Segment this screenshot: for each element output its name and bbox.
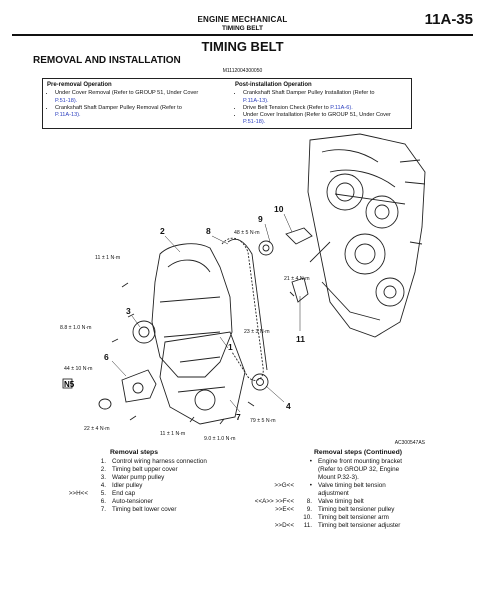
pre-removal-column: Pre-removal Operation Under Cover Remova… <box>47 82 227 119</box>
leader-lines <box>111 213 301 413</box>
torque-label: 21 ± 4 N·m <box>284 276 310 282</box>
torque-label: 9.0 ± 1.0 N·m <box>204 436 235 442</box>
list-item: 6.Auto-tensioner <box>100 498 153 505</box>
reference-link[interactable]: P.11A-6). <box>330 104 353 111</box>
torque-label: 8.8 ± 1.0 N·m <box>60 325 91 331</box>
list-item: adjustment <box>318 490 349 497</box>
callout-10: 10 <box>274 204 284 214</box>
callout-1: 1 <box>228 342 233 352</box>
header-title: ENGINE MECHANICAL <box>197 15 288 24</box>
callout-4: 4 <box>286 401 291 411</box>
callout-7: 7 <box>236 412 241 422</box>
n5-label: N5 <box>64 380 75 389</box>
list-item: 7.Timing belt lower cover <box>100 506 177 513</box>
header-subtitle: TIMING BELT <box>221 25 264 32</box>
torque-label: 22 ± 4 N·m <box>84 426 110 432</box>
torque-label: 48 ± 5 N·m <box>234 230 260 236</box>
list-item: Drive Belt Tension Check (Refer to P.11A… <box>243 105 411 112</box>
torque-label: 44 ± 10 N·m <box>64 366 93 372</box>
operations-box: Pre-removal Operation Under Cover Remova… <box>42 78 412 129</box>
reference-link[interactable]: P.11A-13). <box>243 97 269 104</box>
document-id: M1112004300050 <box>222 68 263 74</box>
post-installation-list: Crankshaft Shaft Damper Pulley Installat… <box>235 90 411 126</box>
list-item: Mount P.32-3). <box>318 474 359 481</box>
list-item: Under Cover Installation (Refer to GROUP… <box>243 112 411 127</box>
list-item: 2.Timing belt upper cover <box>100 466 178 473</box>
list-item: •Engine front mounting bracket <box>309 458 403 465</box>
engine-block-drawing <box>98 133 426 425</box>
post-installation-heading: Post-installation Operation <box>235 82 312 88</box>
list-item: >>H<<5.End cap <box>68 490 136 497</box>
figure-id: AC300547AS <box>394 440 425 446</box>
reference-link[interactable]: P.51-18). <box>243 119 266 126</box>
header-rule <box>12 34 473 36</box>
page-title: TIMING BELT <box>201 39 284 54</box>
section-title: REMOVAL AND INSTALLATION <box>33 55 181 66</box>
pre-removal-heading: Pre-removal Operation <box>47 82 112 88</box>
callout-11: 11 <box>296 334 305 344</box>
callout-2: 2 <box>160 226 165 236</box>
torque-label: 11 ± 1 N·m <box>160 431 185 437</box>
torque-label: 23 ± 3 N·m <box>244 329 270 335</box>
removal-steps-continued-heading: Removal steps (Continued) <box>314 449 402 456</box>
list-item: Under Cover Removal (Refer to GROUP 51, … <box>55 90 227 105</box>
torque-label: 79 ± 5 N·m <box>250 418 276 424</box>
list-item: 3.Water pump pulley <box>100 474 165 481</box>
removal-steps-continued: Removal steps (Continued) •Engine front … <box>224 449 402 530</box>
list-item: <<A>> >>F<<8.Valve timing belt <box>254 498 364 505</box>
list-item: >>D<<11.Timing belt tensioner adjuster <box>274 522 401 529</box>
list-item: >>E<<9.Timing belt tensioner pulley <box>275 506 395 513</box>
callout-9: 9 <box>258 214 263 224</box>
timing-belt-exploded-diagram: 2 8 9 10 3 1 6 11 4 7 N5 11 ± 1 N·m 48 ±… <box>60 133 426 442</box>
list-item: >>G<<•Valve timing belt tension <box>274 482 386 489</box>
callout-3: 3 <box>126 306 131 316</box>
list-item: (Refer to GROUP 32, Engine <box>318 466 400 473</box>
torque-label: 11 ± 1 N·m <box>95 255 120 261</box>
list-item: 1.Control wiring harness connection <box>100 458 207 465</box>
list-item: 10.Timing belt tensioner arm <box>303 514 389 521</box>
page-number: 11A-35 <box>424 11 473 28</box>
post-installation-column: Post-installation Operation Crankshaft S… <box>235 82 411 127</box>
callout-8: 8 <box>206 226 211 236</box>
reference-link[interactable]: P.51-18). <box>55 97 78 104</box>
n5-box <box>62 378 73 389</box>
removal-steps: Removal steps 1.Control wiring harness c… <box>48 449 207 514</box>
list-item: Crankshaft Shaft Damper Pulley Installat… <box>243 90 411 105</box>
removal-steps-heading: Removal steps <box>110 449 158 456</box>
list-item: 4.Idler pulley <box>100 482 143 489</box>
callout-6: 6 <box>104 352 109 362</box>
reference-link[interactable]: P.11A-13). <box>55 112 81 119</box>
list-item: Crankshaft Shaft Damper Pulley Removal (… <box>55 105 227 120</box>
pre-removal-list: Under Cover Removal (Refer to GROUP 51, … <box>47 90 227 119</box>
